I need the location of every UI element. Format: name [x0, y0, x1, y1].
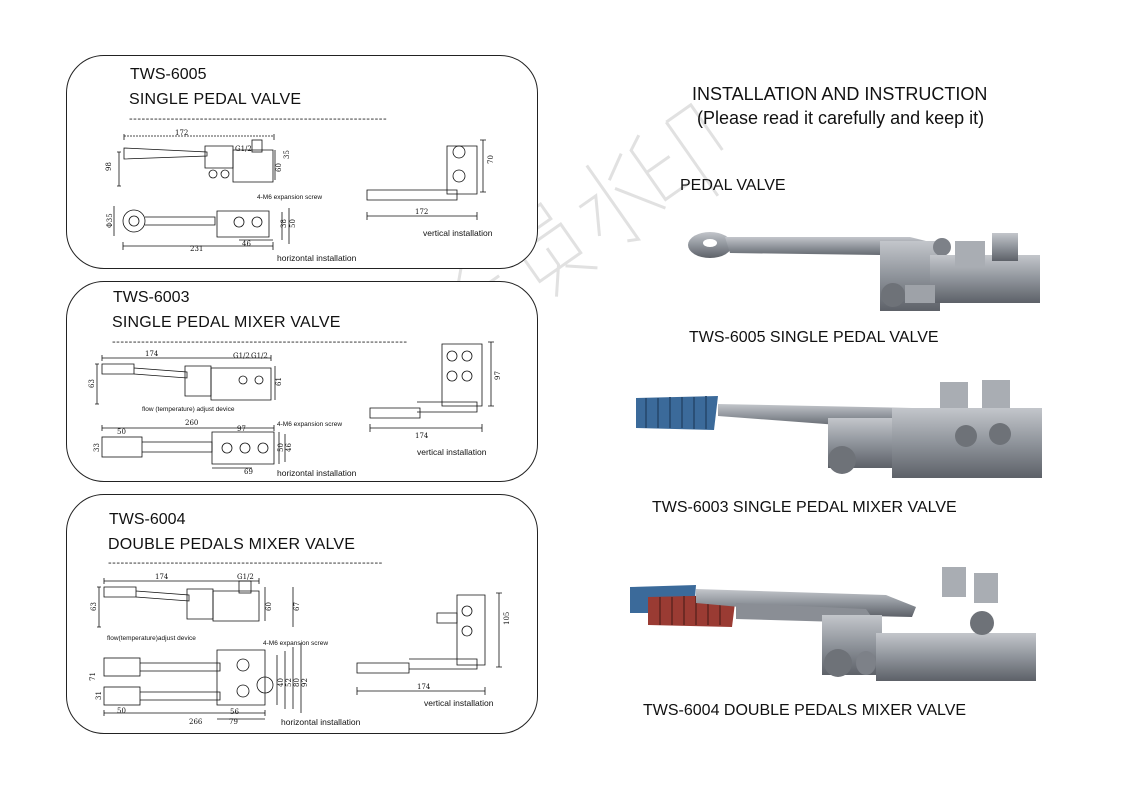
document-subtitle: (Please read it carefully and keep it)	[697, 108, 985, 128]
dim-label: 97	[494, 371, 502, 380]
dim-label: 38	[280, 219, 288, 228]
dim-label: 174	[417, 683, 431, 691]
panel-tws-6003: TWS-6003 SINGLE PEDAL MIXER VALVE ------…	[66, 281, 538, 482]
panel-divider: ----------------------------------------…	[112, 336, 408, 348]
dim-label: 63	[88, 379, 96, 388]
panel-model-code: TWS-6003	[113, 289, 190, 306]
dim-label: 35	[283, 150, 291, 159]
section-heading: PEDAL VALVE	[680, 177, 786, 194]
panel-divider: ----------------------------------------…	[129, 113, 388, 125]
dim-label: 67	[293, 602, 301, 611]
dim-label: G1/2	[251, 352, 268, 360]
panel-divider: ----------------------------------------…	[108, 557, 383, 569]
dim-label: G1/2	[233, 352, 250, 360]
dim-label: 172	[415, 208, 428, 216]
dim-label: 60	[275, 163, 283, 172]
dim-label: 60	[265, 602, 273, 611]
vertical-installation-label: vertical installation	[424, 698, 494, 708]
panel-tws-6004: TWS-6004 DOUBLE PEDALS MIXER VALVE -----…	[66, 494, 538, 734]
dim-label: 79	[229, 718, 238, 726]
dim-label: 231	[190, 245, 203, 253]
dim-label: 56	[230, 708, 239, 716]
dim-label: flow (temperature) adjust device	[142, 406, 235, 413]
dim-label: G1/2	[235, 145, 252, 153]
dim-label: 4-M6 expansion screw	[263, 640, 328, 647]
dim-label: 97	[237, 425, 246, 433]
panel-model-code: TWS-6004	[109, 511, 186, 528]
dim-label: 46	[285, 443, 293, 452]
technical-drawing: 174 G1/2 63 60 67 flow(temperature)adjus…	[89, 573, 511, 727]
dim-label: 172	[175, 129, 188, 137]
dim-label: 174	[145, 350, 159, 358]
dim-label: 71	[89, 672, 97, 681]
dim-label: 266	[189, 718, 203, 726]
panel-product-name: SINGLE PEDAL MIXER VALVE	[112, 314, 341, 331]
dim-label: 50	[117, 707, 126, 715]
dim-label: G1/2	[237, 573, 254, 581]
dim-label: 50	[289, 219, 297, 228]
technical-drawing: 172 G1/2 98 60 35 4-M6 expansion screw Φ…	[105, 129, 495, 263]
dim-label: 98	[105, 162, 113, 171]
technical-drawing: 174 G1/2 G1/2 63 61 flow (temperature) a…	[88, 341, 502, 478]
dim-label: 50	[117, 428, 126, 436]
dim-label: 105	[503, 612, 511, 625]
dim-label: 40	[277, 678, 285, 687]
dim-label: flow(temperature)adjust device	[107, 635, 196, 642]
dim-label: 4-M6 expansion screw	[257, 194, 322, 201]
product-image-tws-6005	[688, 232, 1040, 311]
dim-label: 260	[185, 419, 198, 427]
dim-label: 4-M6 expansion screw	[277, 421, 342, 428]
product-caption: TWS-6003 SINGLE PEDAL MIXER VALVE	[652, 499, 957, 516]
product-image-tws-6003	[636, 380, 1042, 478]
dim-label: 33	[93, 443, 101, 452]
vertical-installation-label: vertical installation	[417, 447, 487, 457]
dim-label: Φ35	[106, 213, 114, 228]
dim-label: 92	[301, 678, 309, 687]
dim-label: 80	[293, 678, 301, 687]
dim-label: 174	[155, 573, 169, 581]
dim-label: 70	[487, 155, 495, 164]
panel-product-name: SINGLE PEDAL VALVE	[129, 91, 302, 108]
dim-label: 69	[244, 468, 253, 476]
dim-label: 50	[277, 443, 285, 452]
panel-product-name: DOUBLE PEDALS MIXER VALVE	[108, 536, 356, 553]
dim-label: 46	[242, 240, 251, 248]
horizontal-installation-label: horizontal installation	[281, 717, 361, 727]
product-caption: TWS-6004 DOUBLE PEDALS MIXER VALVE	[643, 702, 967, 719]
dim-label: 31	[95, 691, 103, 700]
dim-label: 52	[285, 678, 293, 687]
dim-label: 61	[275, 377, 283, 386]
dim-label: 174	[415, 432, 429, 440]
panel-tws-6005: TWS-6005 SINGLE PEDAL VALVE ------------…	[66, 55, 538, 269]
document-title: INSTALLATION AND INSTRUCTION	[692, 84, 988, 104]
horizontal-installation-label: horizontal installation	[277, 253, 357, 263]
vertical-installation-label: vertical installation	[423, 228, 493, 238]
horizontal-installation-label: horizontal installation	[277, 468, 357, 478]
product-image-tws-6004	[630, 567, 1036, 681]
panel-model-code: TWS-6005	[130, 66, 207, 83]
dim-label: 63	[90, 602, 98, 611]
product-caption: TWS-6005 SINGLE PEDAL VALVE	[689, 329, 939, 346]
